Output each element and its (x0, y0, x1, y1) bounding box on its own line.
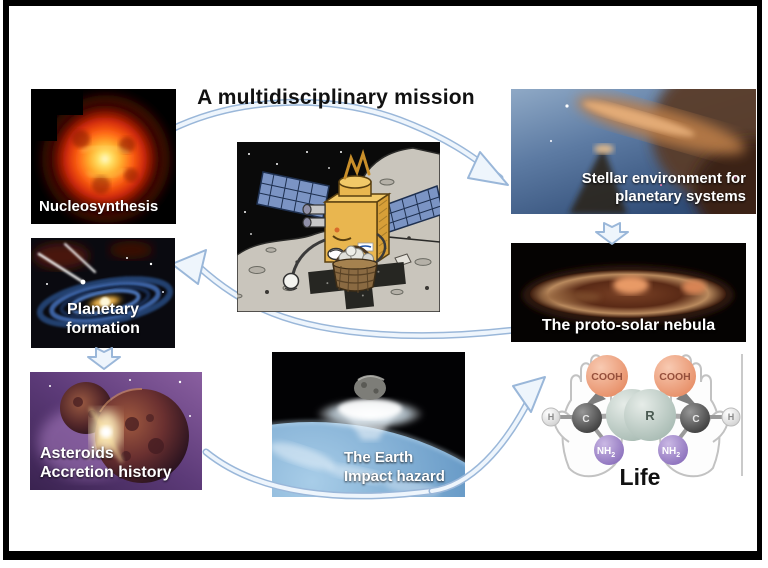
nose (334, 227, 340, 233)
c-label: C (582, 414, 589, 425)
camera-eye-right (302, 216, 312, 229)
camera-eye-left (302, 203, 312, 216)
h-label: H (548, 412, 555, 422)
arrow-asteroids-to-earth (202, 448, 436, 500)
antenna (343, 149, 371, 180)
proto-solar-nebula-caption: The proto-solar nebula (541, 317, 716, 335)
node-life: COOH R C H NH2 COOH R C H (535, 346, 747, 498)
node-nucleosynthesis: Nucleosynthesis (31, 89, 176, 224)
planetary-formation-caption-line2: formation (66, 320, 140, 338)
cooh-label: COOH (591, 371, 623, 383)
node-proto-solar-nebula: The proto-solar nebula (511, 243, 746, 342)
r-label: R (645, 408, 655, 423)
h-label: H (728, 412, 735, 422)
sample-basket (332, 245, 378, 293)
asteroids-caption-line1: Asteroids (40, 445, 114, 463)
spacecraft-cartoon-image (237, 142, 440, 312)
smile (332, 235, 352, 242)
node-asteroids: Asteroids Accretion history (30, 372, 202, 490)
life-caption: Life (619, 464, 661, 490)
node-planetary-formation: Planetary formation (31, 238, 175, 348)
cooh-label: COOH (659, 371, 691, 383)
asteroids-image (30, 372, 202, 490)
nh2-label: NH2 (597, 446, 615, 459)
arrow-nucleosynthesis-to-stellar (166, 98, 509, 186)
spacecraft-arms (282, 232, 387, 291)
stellar-environment-image (511, 89, 756, 214)
nh2-label: NH2 (662, 446, 680, 459)
earth-caption-line1: The Earth (344, 448, 414, 466)
nucleosynthesis-image (31, 89, 176, 224)
earth-caption-line2: Impact hazard (344, 467, 445, 485)
arrow-stellar-to-protosolar (595, 222, 629, 245)
stellar-environment-caption-line1: Stellar environment for (581, 169, 746, 187)
arrow-earth-to-life (428, 376, 546, 495)
asteroids-caption-line2: Accretion history (40, 464, 172, 482)
planetary-formation-image (31, 238, 175, 348)
nucleosynthesis-caption: Nucleosynthesis (39, 197, 159, 215)
node-spacecraft-cartoon (237, 142, 440, 312)
earth-impact-image (272, 352, 465, 497)
slide-title: A multidisciplinary mission (197, 86, 475, 109)
life-image: COOH R C H NH2 COOH R C H (535, 346, 747, 498)
right-amino-acid-molecule: COOH R C H NH2 (624, 355, 741, 465)
c-label: C (692, 414, 699, 425)
arrow-protosolar-to-planetary (171, 249, 518, 340)
proto-solar-nebula-image (511, 243, 746, 342)
planetary-formation-caption-line1: Planetary (66, 301, 140, 319)
arrow-planetary-to-asteroids (87, 347, 121, 370)
node-stellar-environment: Stellar environment for planetary system… (511, 89, 756, 214)
stellar-environment-caption-line2: planetary systems (615, 187, 746, 205)
node-earth-impact: The Earth Impact hazard (272, 352, 465, 497)
